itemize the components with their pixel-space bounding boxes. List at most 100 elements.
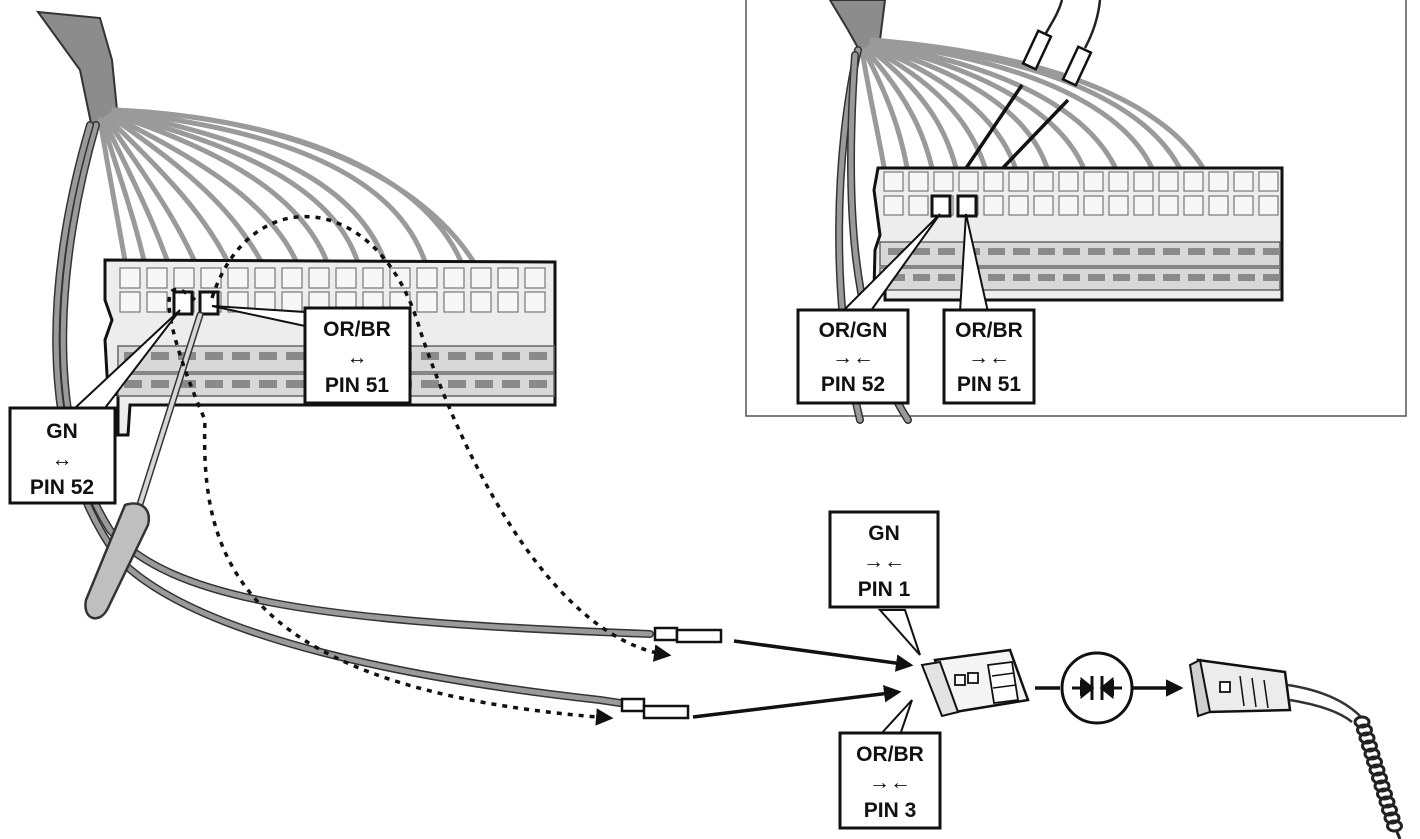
- connector-slot: [286, 352, 304, 360]
- connector-slot: [1113, 274, 1130, 281]
- connector-slot: [1088, 248, 1105, 255]
- connector-cavity: [227, 267, 249, 289]
- connector-cavity: [173, 267, 195, 289]
- connector-slot: [124, 380, 142, 388]
- label-inset-orgn-pin52: OR/GN →← PIN 52: [796, 308, 910, 405]
- connector-slot: [205, 380, 223, 388]
- label-inset-orbr-pin51-pin: PIN 51: [957, 373, 1022, 396]
- insert-symbol: →←: [968, 346, 1010, 369]
- connector-slot: [1063, 248, 1080, 255]
- remove-symbol: ↔: [347, 346, 368, 369]
- connector-cavity: [443, 291, 465, 313]
- coil-loop: [1368, 763, 1386, 777]
- connector-slot: [888, 274, 905, 281]
- connector-cavity: [1158, 171, 1179, 192]
- connector-cavity: [443, 267, 465, 289]
- connector-slot: [529, 352, 547, 360]
- coil-loop: [1376, 787, 1393, 801]
- label-gn-pin52-pin: PIN 52: [30, 476, 94, 499]
- connector-slot: [475, 352, 493, 360]
- connector-cavity: [1108, 195, 1129, 216]
- connector-cavity: [524, 291, 546, 313]
- connector-cavity: [281, 291, 303, 313]
- connector-cavity: [1008, 171, 1029, 192]
- connector-cavity: [1058, 195, 1079, 216]
- plug-housing: [920, 648, 1030, 718]
- label-gn-pin1-color: GN: [868, 522, 900, 545]
- connector-cavity: [1133, 195, 1154, 216]
- connector-slot: [259, 380, 277, 388]
- arrow-orbr-to-plug: [692, 685, 902, 719]
- connector-slot: [1063, 274, 1080, 281]
- connector-cavity: [933, 171, 954, 192]
- coil-loop: [1371, 771, 1388, 785]
- inset-connector: [872, 166, 1284, 302]
- connector-slot: [988, 248, 1005, 255]
- connector-slot: [151, 352, 169, 360]
- connector-slot: [502, 352, 520, 360]
- connector-cavity: [497, 291, 519, 313]
- insert-symbol: →←: [832, 346, 874, 369]
- screwdriver: [84, 311, 204, 620]
- coil-loop: [1366, 755, 1383, 769]
- dashed-route-orbr: [210, 214, 672, 662]
- inset-loose-terminals: [1021, 0, 1102, 87]
- connector-slot: [913, 248, 930, 255]
- connector-slot: [151, 380, 169, 388]
- coil-loop: [1381, 803, 1398, 817]
- connector-cavity: [308, 267, 330, 289]
- connector-slot: [913, 274, 930, 281]
- connector-cavity: [1258, 195, 1279, 216]
- connector-cavity: [497, 267, 519, 289]
- connector-slot: [421, 380, 439, 388]
- connector-cavity: [1233, 195, 1254, 216]
- connector-slot: [178, 380, 196, 388]
- connector-slot: [475, 380, 493, 388]
- connector-slot: [1163, 274, 1180, 281]
- connector-cavity: [983, 171, 1004, 192]
- connector-slot: [286, 380, 304, 388]
- connector-slot: [1088, 274, 1105, 281]
- coil-loop: [1361, 739, 1378, 753]
- remove-symbol: ↔: [52, 448, 73, 471]
- connector-slot: [1013, 274, 1030, 281]
- connector-slot: [232, 380, 250, 388]
- connector-slot: [1138, 248, 1155, 255]
- connector-cavity: [416, 267, 438, 289]
- connector-cavity: [146, 291, 168, 313]
- label-inset-orbr-pin51: OR/BR →← PIN 51: [942, 308, 1036, 405]
- connector-cavity: [1083, 195, 1104, 216]
- connector-cavity: [1208, 171, 1229, 192]
- connector-slot: [988, 274, 1005, 281]
- connector-slot: [1113, 248, 1130, 255]
- mating-plug: [1188, 658, 1403, 839]
- label-orbr-pin3-color: OR/BR: [856, 743, 924, 766]
- connector-cavity: [1158, 195, 1179, 216]
- connector-slot: [938, 274, 955, 281]
- connector-cavity: [908, 171, 929, 192]
- connector-slot: [259, 352, 277, 360]
- connector-cavity: [958, 171, 979, 192]
- connector-cavity: [983, 195, 1004, 216]
- connector-cavity: [1183, 171, 1204, 192]
- connector-slot: [448, 352, 466, 360]
- connector-cavity: [1208, 195, 1229, 216]
- connector-cavity: [1108, 171, 1129, 192]
- connector-cavity: [883, 195, 904, 216]
- coil-loop: [1386, 819, 1403, 833]
- label-gn-pin1: GN →← PIN 1: [828, 510, 940, 609]
- connector-cavity: [1233, 171, 1254, 192]
- connector-slot: [1038, 274, 1055, 281]
- connector-cavity: [1033, 171, 1054, 192]
- dashed-route-gn: [167, 287, 614, 726]
- connector-cavity: [146, 267, 168, 289]
- pin-52-cavity: [172, 290, 194, 316]
- connector-cavity: [1133, 171, 1154, 192]
- connector-slot: [1238, 248, 1255, 255]
- connector-cavity: [1033, 195, 1054, 216]
- connector-slot: [1038, 248, 1055, 255]
- connector-cavity: [254, 267, 276, 289]
- label-orbr-pin51: OR/BR ↔ PIN 51: [303, 306, 412, 405]
- label-gn-pin52: GN ↔ PIN 52: [8, 406, 117, 505]
- coil-loop: [1363, 747, 1381, 761]
